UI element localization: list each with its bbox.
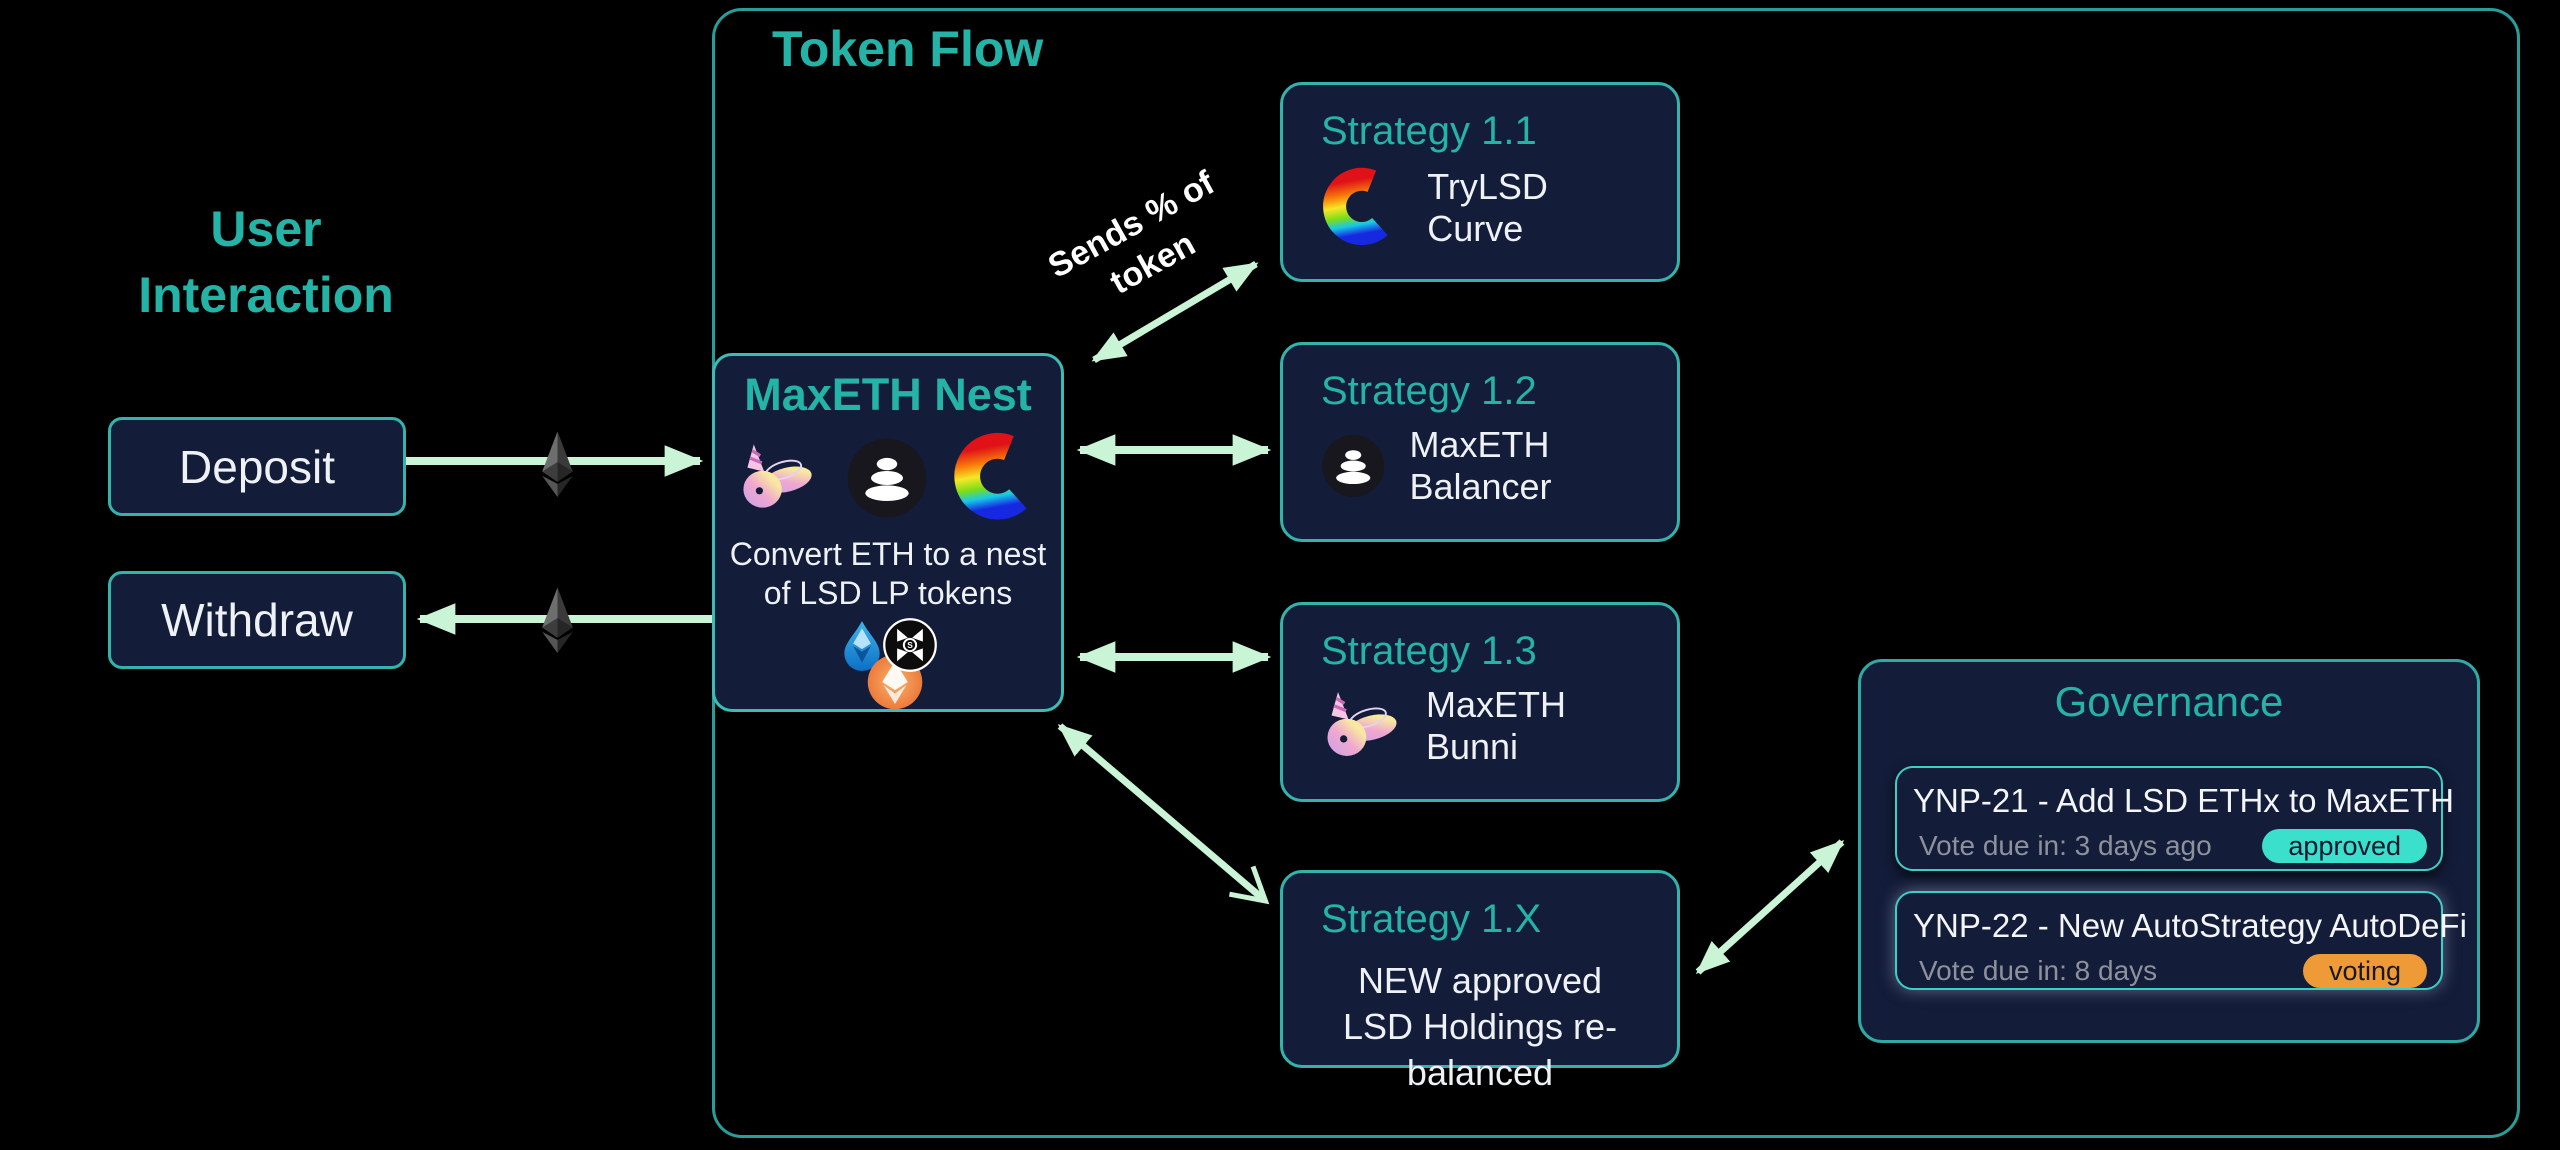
strategy-title: Strategy 1.3 bbox=[1321, 629, 1537, 673]
token-flow-title: Token Flow bbox=[772, 21, 1044, 77]
balancer-icon bbox=[846, 437, 928, 519]
withdraw-button[interactable]: Withdraw bbox=[108, 571, 406, 669]
bunni-icon bbox=[732, 438, 822, 518]
proposal-card-ynp-22: YNP-22 - New AutoStrategy AutoDeFi Vote … bbox=[1895, 891, 2467, 990]
curve-icon bbox=[952, 432, 1044, 524]
bunni-icon bbox=[1321, 684, 1402, 768]
governance-title: Governance bbox=[2054, 678, 2284, 725]
frxeth-icon bbox=[882, 617, 938, 673]
status-badge-voting: voting bbox=[2302, 954, 2427, 988]
strategy-1-3-box: Strategy 1.3 MaxETH Bunni bbox=[1280, 602, 1680, 802]
strategy-title: Strategy 1.X bbox=[1321, 897, 1542, 941]
proposal-due-text: Vote due in: 3 days ago bbox=[1919, 830, 2212, 861]
strategy-label: MaxETH Balancer bbox=[1409, 424, 1552, 507]
balancer-icon bbox=[1321, 425, 1385, 507]
proposal-card-ynp-21: YNP-21 - Add LSD ETHx to MaxETH Vote due… bbox=[1895, 766, 2455, 871]
proposal-due-text: Vote due in: 8 days bbox=[1919, 955, 2158, 986]
withdraw-label: Withdraw bbox=[161, 594, 353, 646]
nest-title: MaxETH Nest bbox=[744, 369, 1032, 420]
deposit-button[interactable]: Deposit bbox=[108, 417, 406, 516]
governance-box: Governance YNP-21 - Add LSD ETHx to MaxE… bbox=[1858, 659, 2480, 1043]
strategy-1-x-box: Strategy 1.X NEW approved LSD Holdings r… bbox=[1280, 870, 1680, 1093]
proposal-title: YNP-21 - Add LSD ETHx to MaxETH bbox=[1913, 782, 2455, 819]
deposit-label: Deposit bbox=[179, 440, 335, 493]
proposal-title: YNP-22 - New AutoStrategy AutoDeFi bbox=[1913, 907, 2467, 944]
strategy-1-1-box: Strategy 1.1 TryLSD Curve bbox=[1280, 82, 1680, 282]
maxeth-nest-box: MaxETH Nest Convert ETH to a nest of LSD… bbox=[712, 353, 1064, 712]
nest-icon-row bbox=[715, 433, 1061, 523]
eth-diamond-icon bbox=[542, 431, 573, 497]
nest-description: Convert ETH to a nest of LSD LP tokens bbox=[729, 536, 1047, 611]
curve-icon bbox=[1321, 164, 1403, 252]
strategy-title: Strategy 1.1 bbox=[1321, 109, 1537, 153]
strategy-title: Strategy 1.2 bbox=[1321, 369, 1537, 413]
status-badge-approved: approved bbox=[2262, 829, 2427, 863]
nest-token-cluster bbox=[836, 611, 940, 713]
user-interaction-title: User Interaction bbox=[138, 201, 394, 323]
eth-diamond-icon bbox=[542, 587, 573, 653]
strategy-1-2-box: Strategy 1.2 MaxETH Balancer bbox=[1280, 342, 1680, 542]
strategy-label: MaxETH Bunni bbox=[1425, 684, 1566, 767]
strategy-label: TryLSD Curve bbox=[1427, 166, 1548, 249]
strategy-description: NEW approved LSD Holdings re-balanced bbox=[1342, 960, 1618, 1093]
